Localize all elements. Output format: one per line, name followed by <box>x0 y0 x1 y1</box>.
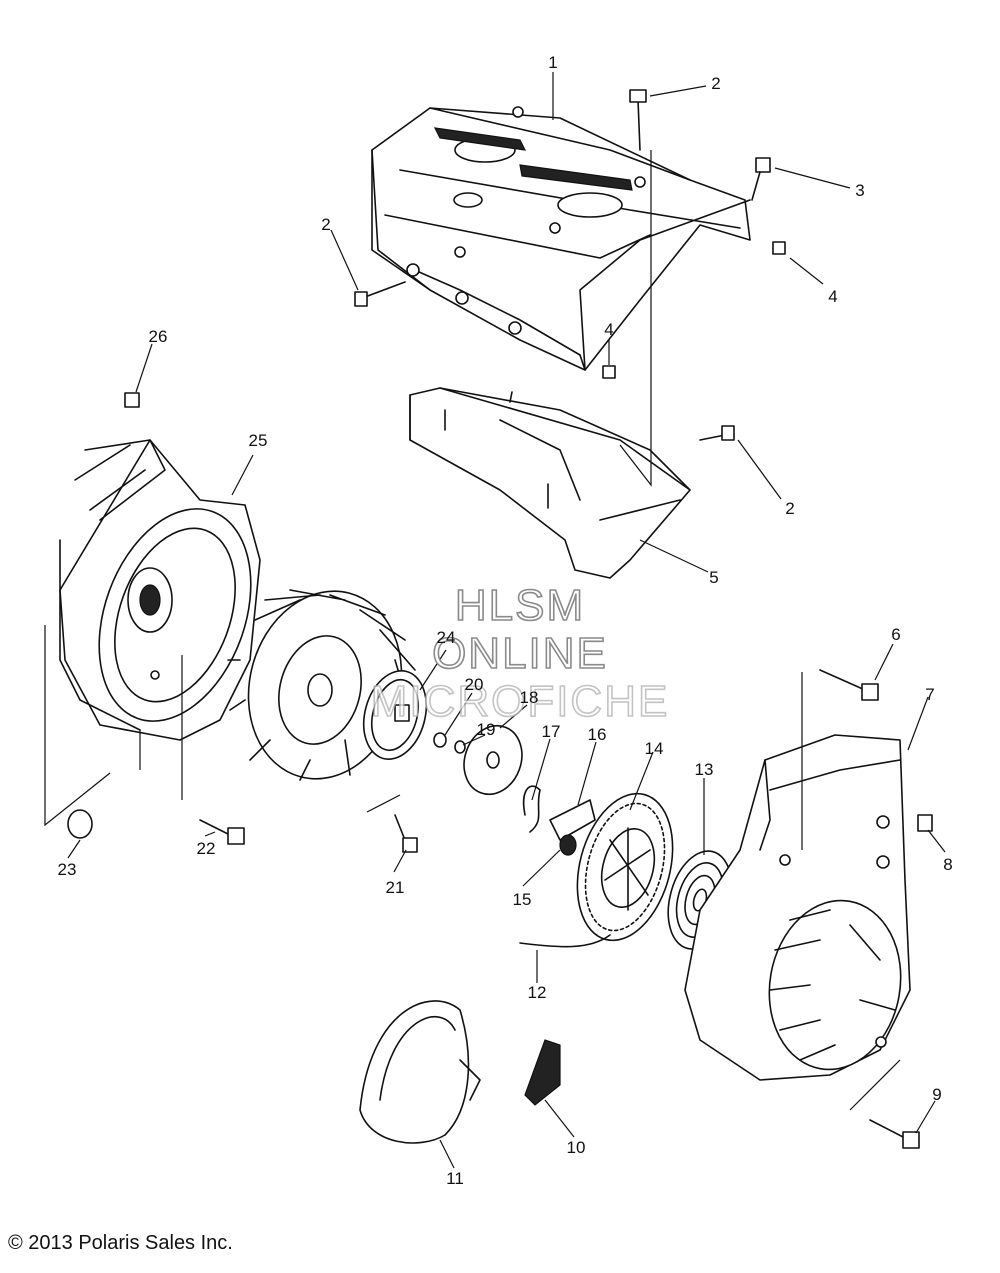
callout-1: 1 <box>548 53 557 72</box>
callout-24: 24 <box>437 628 456 647</box>
callout-7: 7 <box>925 685 934 704</box>
clip-part <box>524 1039 561 1106</box>
callout-16: 16 <box>588 725 607 744</box>
leader-lines <box>44 72 946 1169</box>
callout-18: 18 <box>520 688 539 707</box>
callout-15: 15 <box>513 890 532 909</box>
callout-8: 8 <box>943 855 952 874</box>
callout-23: 23 <box>58 860 77 879</box>
callout-6: 6 <box>891 625 900 644</box>
callout-10: 10 <box>567 1138 586 1157</box>
callout-labels: 1 2 3 4 2 4 26 25 2 5 6 7 8 9 10 11 12 1… <box>58 53 953 1188</box>
callout-2: 2 <box>711 74 720 93</box>
copyright-text: © 2013 Polaris Sales Inc. <box>8 1232 233 1254</box>
recoil-pulley-part <box>519 792 674 948</box>
callout-4b: 4 <box>604 320 613 339</box>
recoil-housing-part <box>684 734 911 1081</box>
ring-part <box>362 670 428 760</box>
callout-17: 17 <box>542 722 561 741</box>
starter-handle-part <box>359 1000 481 1144</box>
callout-26: 26 <box>149 327 168 346</box>
callout-14: 14 <box>645 739 664 758</box>
callout-2b: 2 <box>321 215 330 234</box>
callout-12: 12 <box>528 983 547 1002</box>
backplate-part <box>59 439 261 741</box>
callout-9: 9 <box>932 1085 941 1104</box>
top-shroud-part <box>371 106 751 371</box>
callout-13: 13 <box>695 760 714 779</box>
callout-11: 11 <box>446 1169 464 1188</box>
callout-19: 19 <box>477 720 496 739</box>
watermark-line-3: MICROFICHE <box>371 677 670 726</box>
callout-2c: 2 <box>785 499 794 518</box>
bolts-group <box>67 89 933 1149</box>
watermark-line-1: HLSM <box>455 581 585 630</box>
watermark-line-2: ONLINE <box>432 629 608 678</box>
small-parts-group <box>433 724 596 856</box>
callout-20: 20 <box>465 675 484 694</box>
callout-21: 21 <box>386 878 405 897</box>
callout-4: 4 <box>828 287 837 306</box>
callout-3: 3 <box>855 181 864 200</box>
callout-25: 25 <box>249 431 268 450</box>
air-duct-part <box>409 387 691 579</box>
callout-22: 22 <box>197 839 216 858</box>
watermark: HLSM ONLINE MICROFICHE <box>370 580 670 727</box>
callout-5: 5 <box>709 568 718 587</box>
